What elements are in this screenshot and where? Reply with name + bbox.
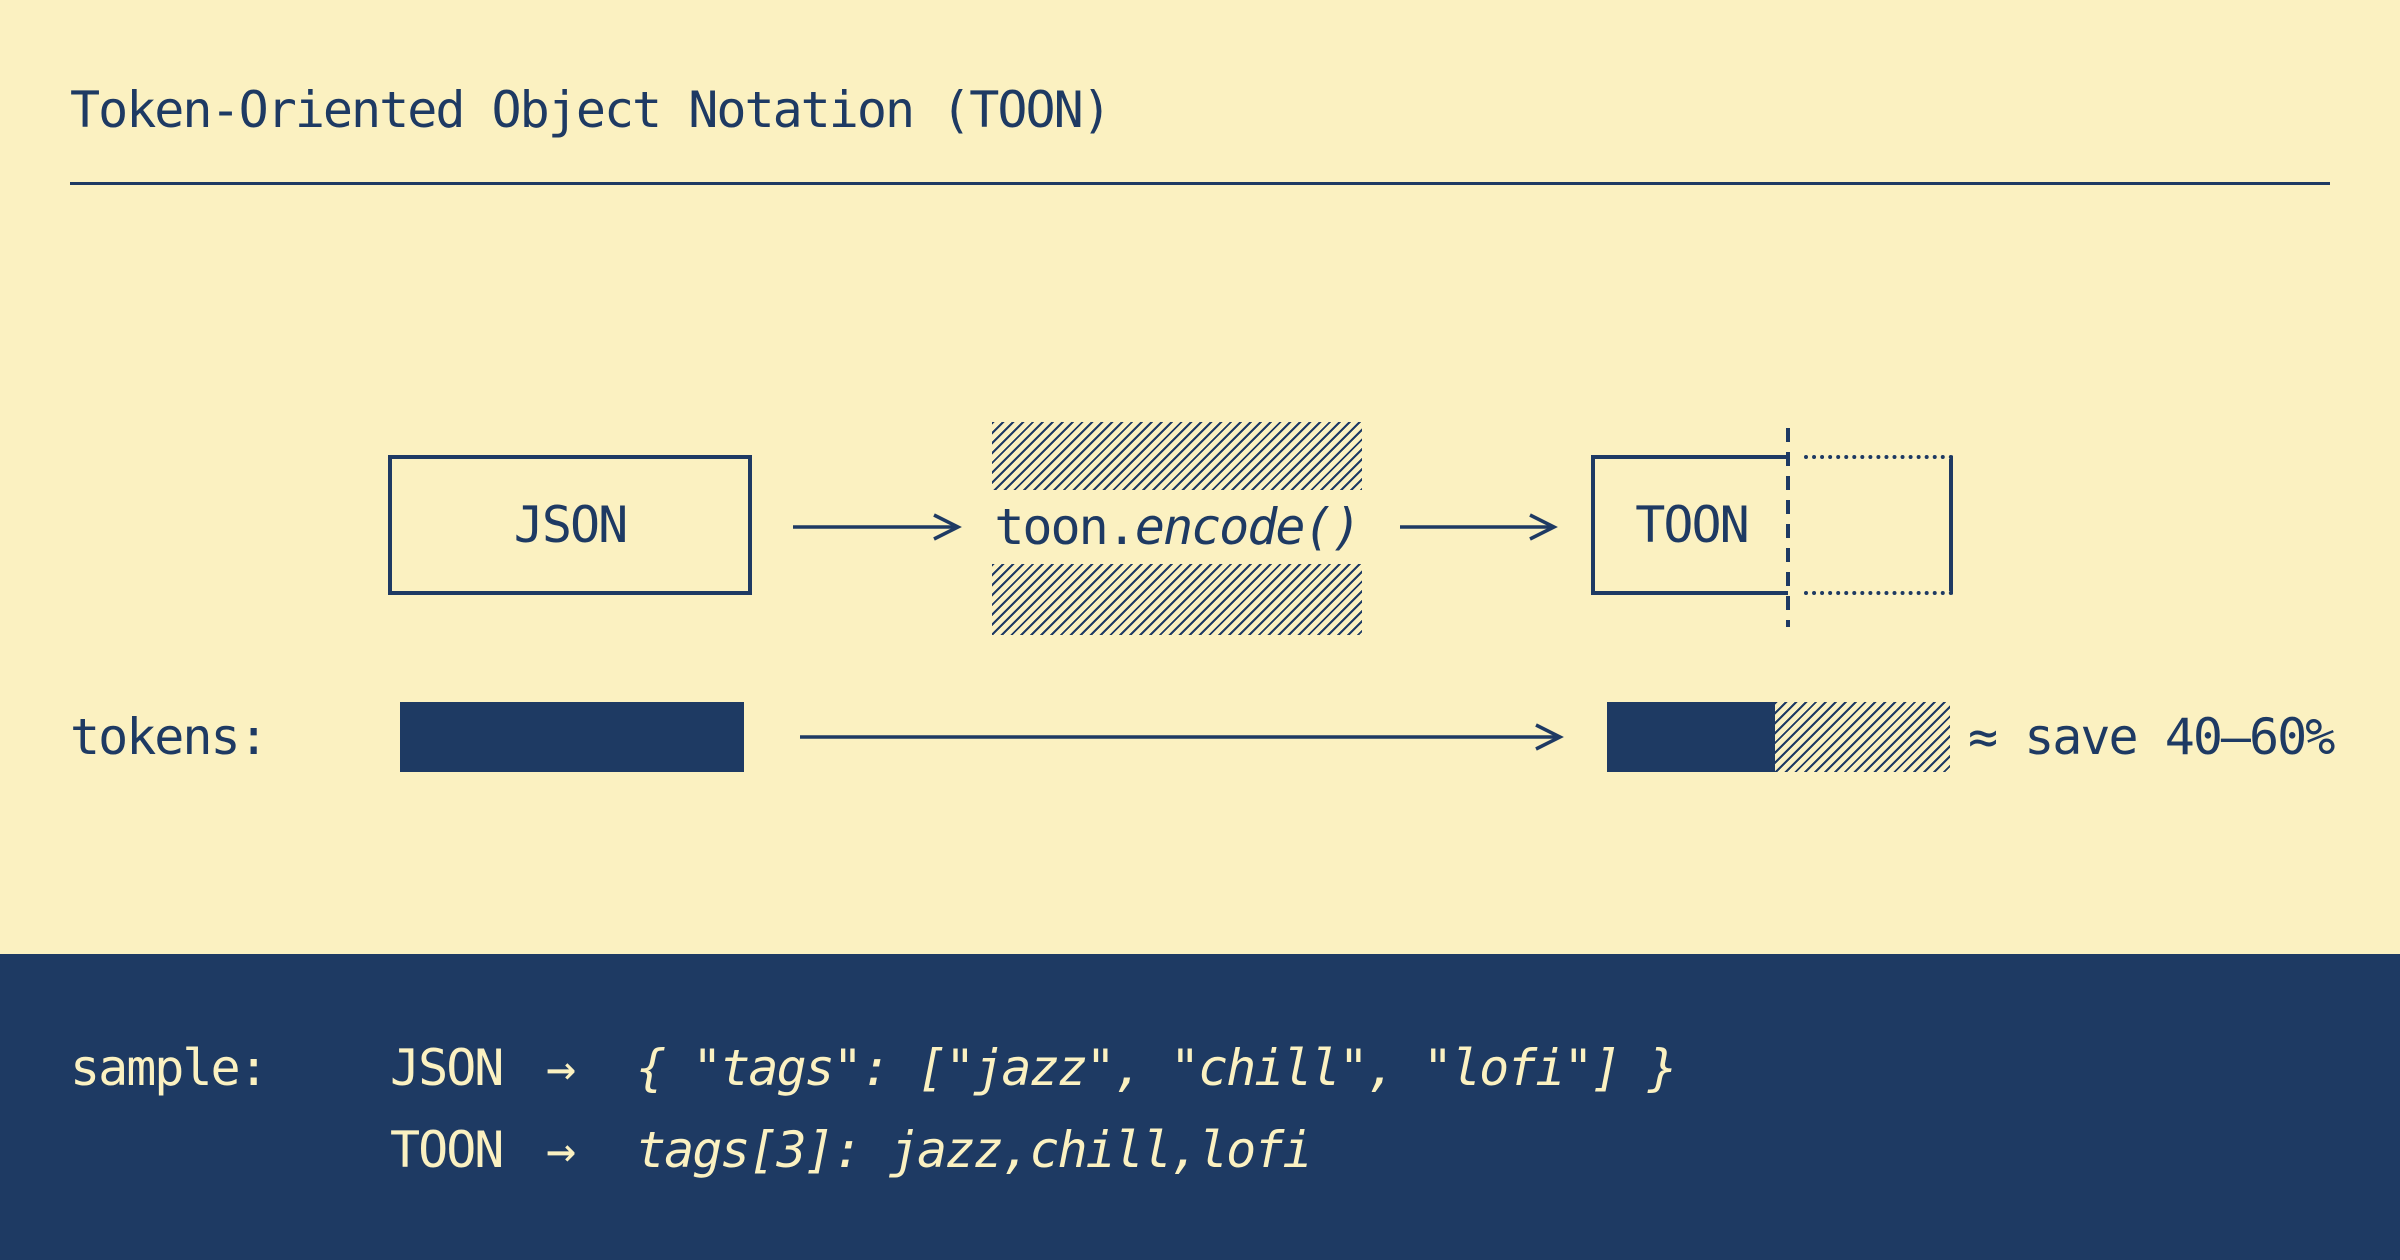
toon-box: TOON [1591, 455, 1788, 595]
flow-arrow-1-icon [793, 513, 962, 541]
sample-label: sample: [70, 1039, 269, 1097]
toon-box-trimmed-extension [1804, 455, 1953, 595]
json-token-bar [400, 702, 744, 772]
encode-label: toon.encode() [992, 501, 1362, 553]
tokens-arrow-icon [800, 723, 1564, 751]
toon-token-bar [1607, 702, 1775, 772]
encode-hatch-top [992, 422, 1362, 490]
sample-toon-name: TOON [390, 1121, 504, 1179]
encode-call: encode() [1134, 498, 1362, 556]
tokens-label: tokens: [70, 708, 269, 766]
json-box-label: JSON [513, 496, 628, 554]
sample-panel: sample: JSON → { "tags": ["jazz", "chill… [0, 954, 2400, 1260]
sample-json-arrow-icon: → [546, 1039, 576, 1097]
sample-toon-code: tags[3]: jazz,chill,lofi [636, 1121, 1312, 1179]
sample-json-code: { "tags": ["jazz", "chill", "lofi"] } [636, 1039, 1678, 1097]
encode-hatch-bottom [992, 564, 1362, 635]
toon-box-label: TOON [1635, 496, 1749, 554]
sample-json-name: JSON [390, 1039, 504, 1097]
encode-prefix: toon. [994, 498, 1137, 556]
page-title: Token-Oriented Object Notation (TOON) [70, 81, 1112, 139]
title-divider [70, 182, 2330, 185]
json-box: JSON [388, 455, 752, 595]
sample-toon-arrow-icon: → [546, 1121, 576, 1179]
savings-note: ≈ save 40–60% [1968, 708, 2335, 766]
flow-arrow-2-icon [1400, 513, 1558, 541]
saved-tokens-hatch-bar [1775, 702, 1950, 772]
